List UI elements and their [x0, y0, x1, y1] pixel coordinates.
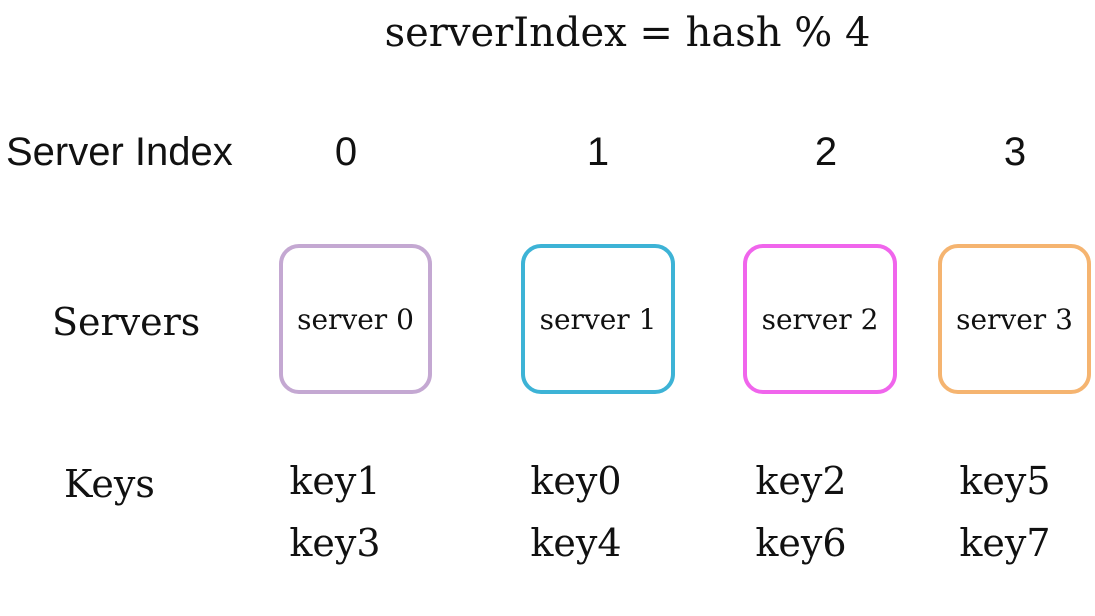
keys-label: Keys	[64, 462, 155, 506]
key-item: key5	[959, 459, 1051, 503]
server-box-3: server 3	[938, 244, 1091, 394]
key-item: key0	[530, 459, 622, 503]
key-item: key1	[289, 459, 381, 503]
servers-label: Servers	[52, 300, 201, 344]
key-item: key2	[755, 459, 847, 503]
keys-list-3: key5 key7	[935, 450, 1075, 574]
key-item: key3	[289, 521, 381, 565]
key-item: key4	[530, 521, 622, 565]
server-index-3: 3	[1003, 130, 1027, 174]
server-index-0: 0	[334, 130, 358, 174]
server-index-1: 1	[586, 130, 610, 174]
key-item: key6	[755, 521, 847, 565]
server-box-1: server 1	[521, 244, 675, 394]
formula-title: serverIndex = hash % 4	[384, 10, 871, 56]
keys-list-0: key1 key3	[265, 450, 405, 574]
keys-list-2: key2 key6	[731, 450, 871, 574]
keys-list-1: key0 key4	[506, 450, 646, 574]
key-item: key7	[959, 521, 1051, 565]
server-box-0: server 0	[279, 244, 432, 394]
server-label-0: server 0	[297, 302, 414, 336]
server-index-label: Server Index	[6, 130, 233, 174]
server-label-1: server 1	[539, 302, 657, 336]
server-box-2: server 2	[743, 244, 897, 394]
server-label-2: server 2	[761, 302, 879, 336]
server-index-2: 2	[814, 130, 838, 174]
server-label-3: server 3	[956, 302, 1073, 336]
